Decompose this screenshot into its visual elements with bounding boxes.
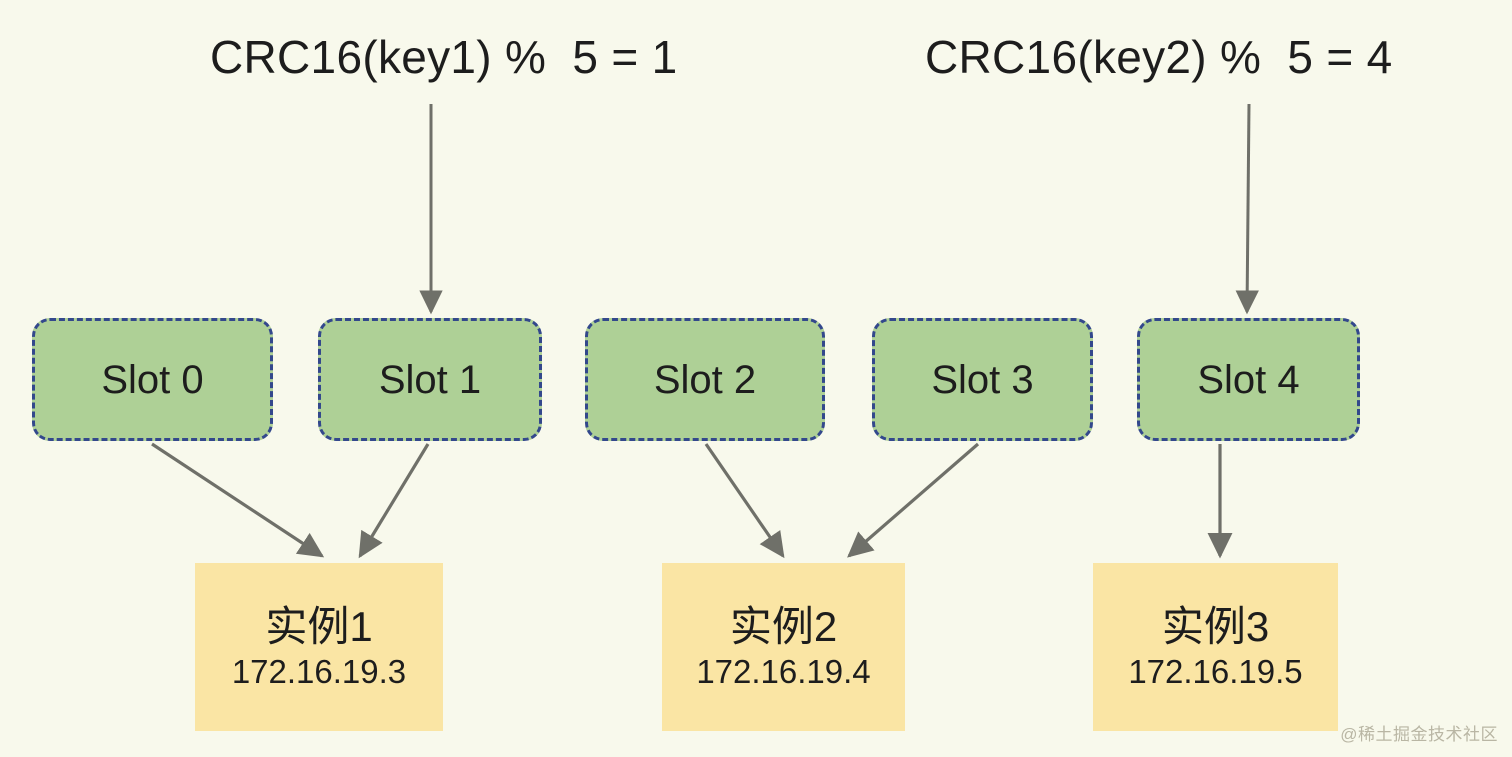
instance-box-2[interactable]: 实例2 172.16.19.4 (662, 563, 905, 731)
arrow-key2-to-slot4 (1235, 103, 1259, 315)
instance-box-3[interactable]: 实例3 172.16.19.5 (1093, 563, 1338, 731)
watermark: @稀土掘金技术社区 (1340, 725, 1498, 744)
formula-key2: CRC16(key2) % 5 = 4 (925, 31, 1393, 83)
slot-box-4[interactable]: Slot 4 (1137, 318, 1360, 441)
instance-ip: 172.16.19.3 (231, 652, 407, 690)
instance-name: 实例3 (1161, 602, 1270, 650)
slot-box-1[interactable]: Slot 1 (318, 318, 542, 441)
slot-label: Slot 1 (378, 357, 482, 402)
slot-label: Slot 3 (931, 357, 1034, 402)
instance-ip: 172.16.19.5 (1128, 652, 1303, 690)
arrow-slot3-to-instance2 (847, 442, 980, 558)
formula-key1: CRC16(key1) % 5 = 1 (210, 31, 678, 83)
instance-ip: 172.16.19.4 (696, 652, 871, 690)
instance-name: 实例1 (265, 602, 373, 650)
slot-label: Slot 0 (101, 357, 204, 402)
arrow-slot1-to-instance1 (358, 443, 430, 559)
instance-name: 实例2 (729, 602, 838, 650)
slot-box-2[interactable]: Slot 2 (585, 318, 825, 441)
slot-box-0[interactable]: Slot 0 (32, 318, 273, 441)
slot-box-3[interactable]: Slot 3 (872, 318, 1093, 441)
slot-label: Slot 2 (653, 357, 757, 402)
instance-box-1[interactable]: 实例1 172.16.19.3 (195, 563, 443, 731)
arrow-slot0-to-instance1 (151, 442, 325, 558)
slot-label: Slot 4 (1197, 357, 1300, 402)
arrow-slot2-to-instance2 (704, 443, 785, 559)
